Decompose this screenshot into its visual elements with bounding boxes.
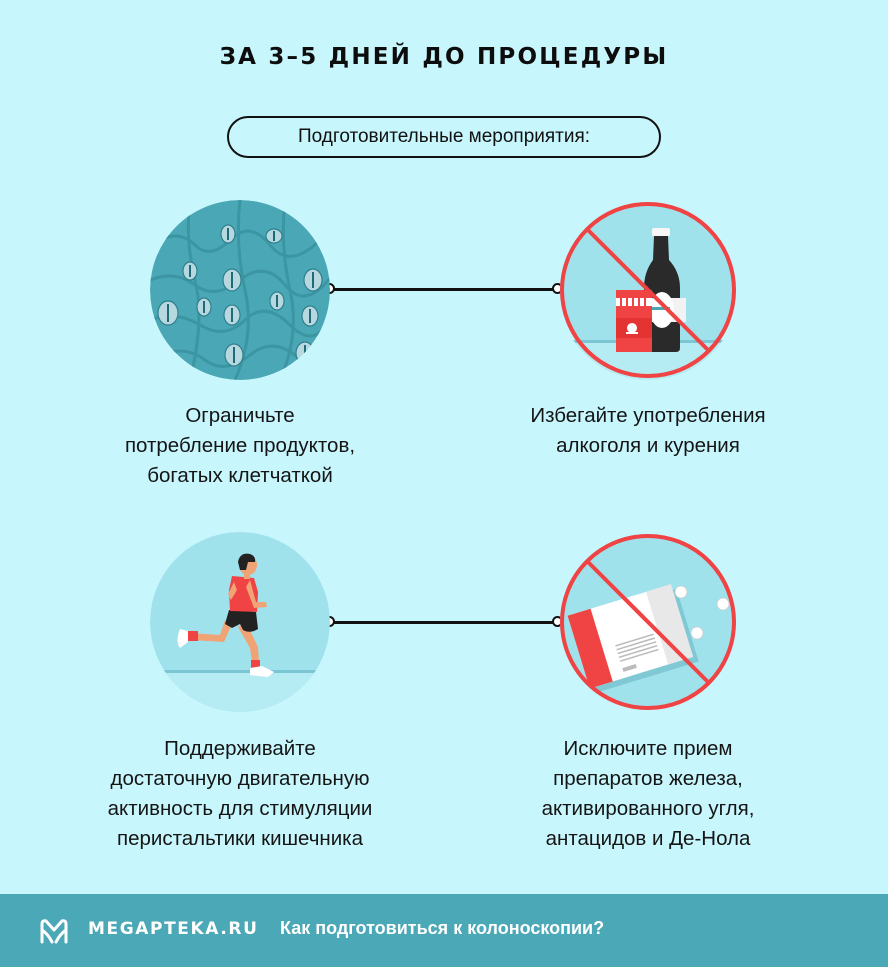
caption-fiber: Ограничьте потребление продуктов, богаты…: [60, 401, 420, 491]
caption-line: богатых клетчаткой: [147, 464, 333, 487]
megapteka-logo-icon[interactable]: [38, 916, 70, 946]
caption-line: Ограничьте: [185, 404, 295, 427]
connector-line-1: [330, 288, 558, 291]
caption-line: Поддерживайте: [164, 737, 316, 760]
caption-medications: Исключите прием препаратов железа, актив…: [468, 734, 828, 854]
subtitle-text: Подготовительные мероприятия:: [297, 126, 591, 147]
caption-line: алкоголя и курения: [556, 434, 740, 457]
caption-line: потребление продуктов,: [124, 434, 356, 457]
caption-alcohol: Избегайте употребления алкоголя и курени…: [468, 401, 828, 461]
footer-bar: MEGAPTEKA.RU Как подготовиться к колонос…: [0, 894, 888, 967]
caption-line: Избегайте употребления: [530, 404, 766, 427]
caption-line: перистальтики кишечника: [116, 827, 364, 850]
caption-line: препаратов железа,: [553, 767, 743, 790]
caption-activity: Поддерживайте достаточную двигательную а…: [60, 734, 420, 854]
no-alcohol-smoking-icon: [558, 200, 738, 380]
article-link[interactable]: Как подготовиться к колоноскопии?: [280, 918, 605, 938]
caption-line: активность для стимуляции: [107, 797, 373, 820]
no-pills-icon: [558, 532, 738, 712]
running-man-icon: [150, 532, 330, 712]
page-title: ЗА 3–5 ДНЕЙ ДО ПРОЦЕДУРЫ: [219, 44, 669, 70]
caption-line: активированного угля,: [541, 797, 755, 820]
connector-line-2: [330, 621, 558, 624]
caption-line: антацидов и Де-Нола: [545, 827, 751, 850]
subtitle-pill: Подготовительные мероприятия:: [227, 116, 661, 158]
brand-name[interactable]: MEGAPTEKA.RU: [88, 919, 259, 939]
caption-line: достаточную двигательную: [110, 767, 370, 790]
fiber-cells-icon: [150, 200, 330, 380]
caption-line: Исключите прием: [563, 737, 733, 760]
